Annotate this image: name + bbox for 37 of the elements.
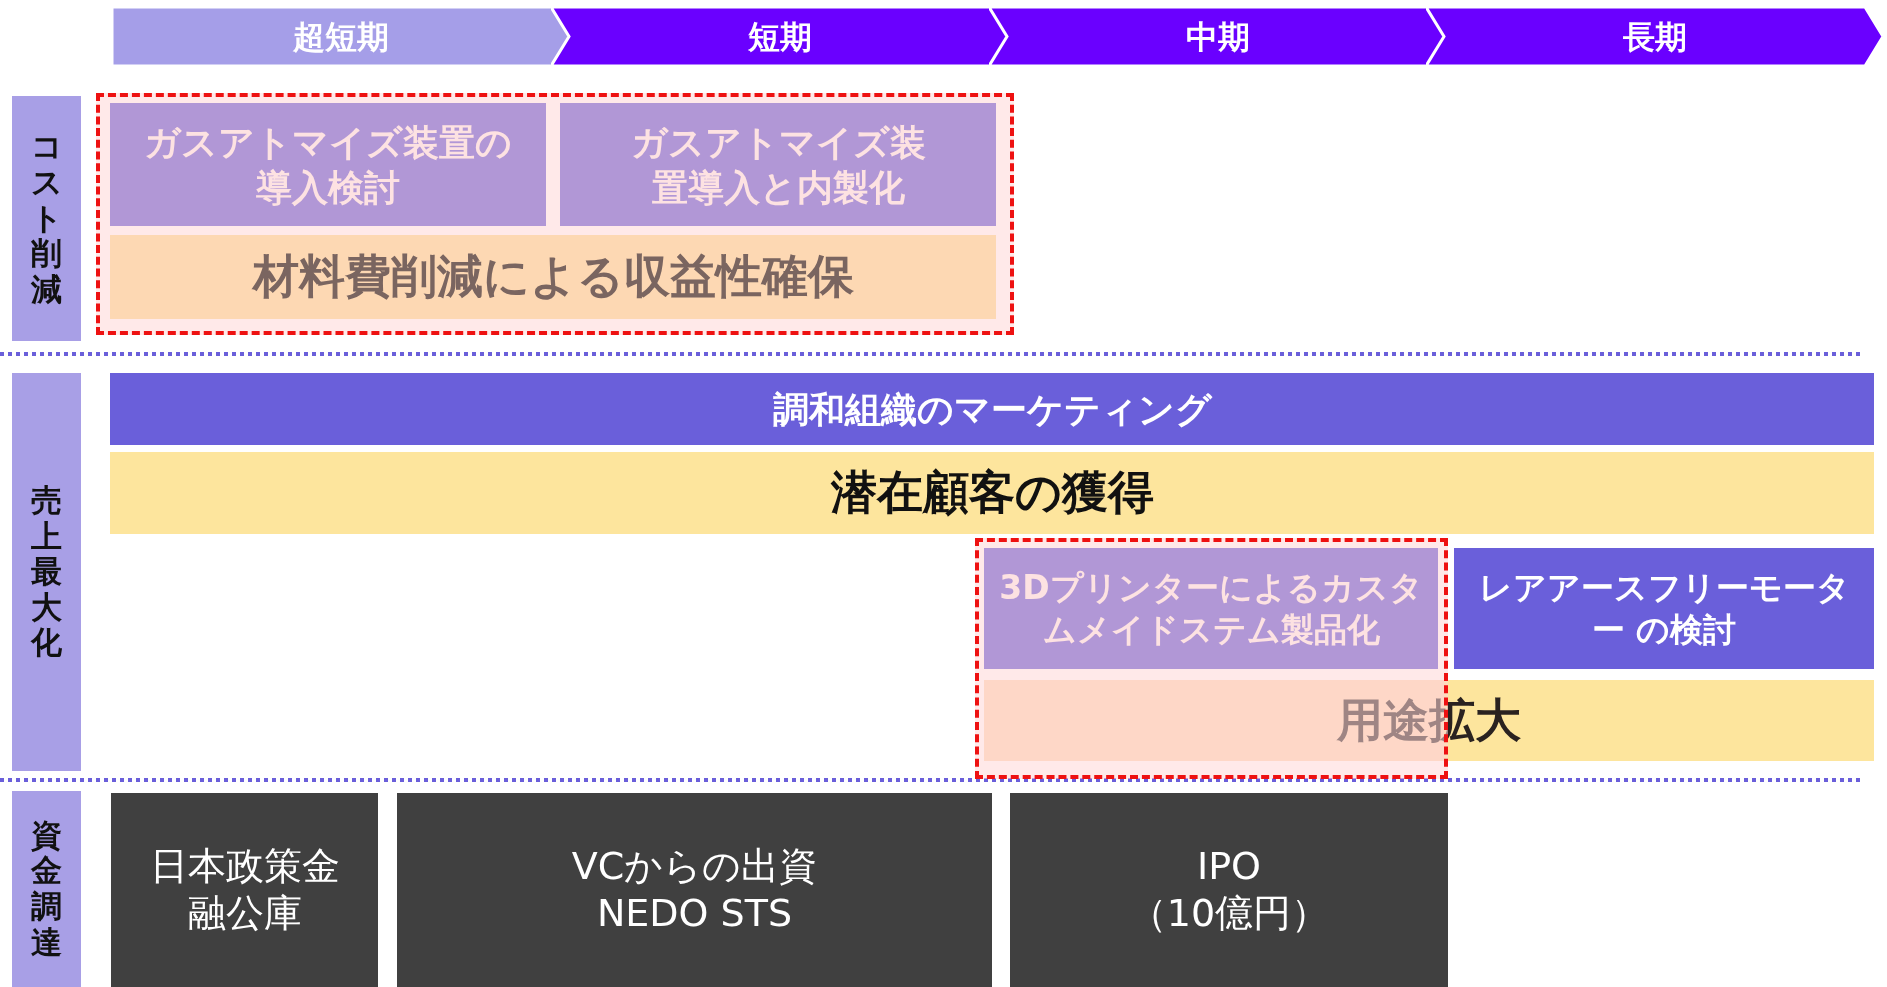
goal-band xyxy=(110,235,996,319)
highlight-frame xyxy=(96,93,1014,335)
funding-box xyxy=(1010,793,1448,987)
funding-text: 日本政策金融公庫 xyxy=(148,842,341,937)
box-text: 資金調達 xyxy=(31,817,62,961)
box-text: 3Dプリンターによるカスタムメイドステム製品化 xyxy=(998,567,1424,650)
box-text: 中期 xyxy=(1186,16,1250,57)
funding-text: （10億円） xyxy=(1128,890,1330,937)
task-box xyxy=(110,103,546,226)
box-text: 超短期 xyxy=(293,16,389,57)
box-text: 材料費削減による収益性確保 xyxy=(252,248,854,306)
period-header xyxy=(1426,7,1883,66)
category-label xyxy=(12,373,81,771)
funding-box xyxy=(111,793,378,987)
funding-text: IPO xyxy=(1196,842,1261,890)
box-text: 長期 xyxy=(1622,16,1687,57)
task-box xyxy=(984,548,1438,669)
category-label xyxy=(12,96,81,341)
box-text: レアアースフリーモーター の検討 xyxy=(1477,567,1851,650)
funding-text: VCからの出資 xyxy=(571,842,818,890)
box-text: ガスアトマイズ装置導入と内製化 xyxy=(630,120,926,210)
box-text: 用途拡大 xyxy=(1337,691,1521,749)
funding-box xyxy=(397,793,992,987)
goal-band xyxy=(984,680,1874,761)
period-header xyxy=(112,7,570,66)
category-label xyxy=(12,791,81,987)
box-text: 調和組織のマーケティング xyxy=(772,387,1212,432)
box-text: 売上最大化 xyxy=(31,482,62,662)
box-text: 潜在顧客の獲得 xyxy=(830,464,1154,522)
box-text: 短期 xyxy=(748,16,812,57)
funding-text: NEDO STS xyxy=(596,890,793,937)
box-text: ガスアトマイズ装置の導入検討 xyxy=(143,120,513,210)
task-box xyxy=(1454,548,1874,669)
box-text: コスト削減 xyxy=(31,129,62,308)
goal-band xyxy=(110,452,1874,534)
task-box xyxy=(560,103,996,226)
task-box xyxy=(110,373,1874,445)
